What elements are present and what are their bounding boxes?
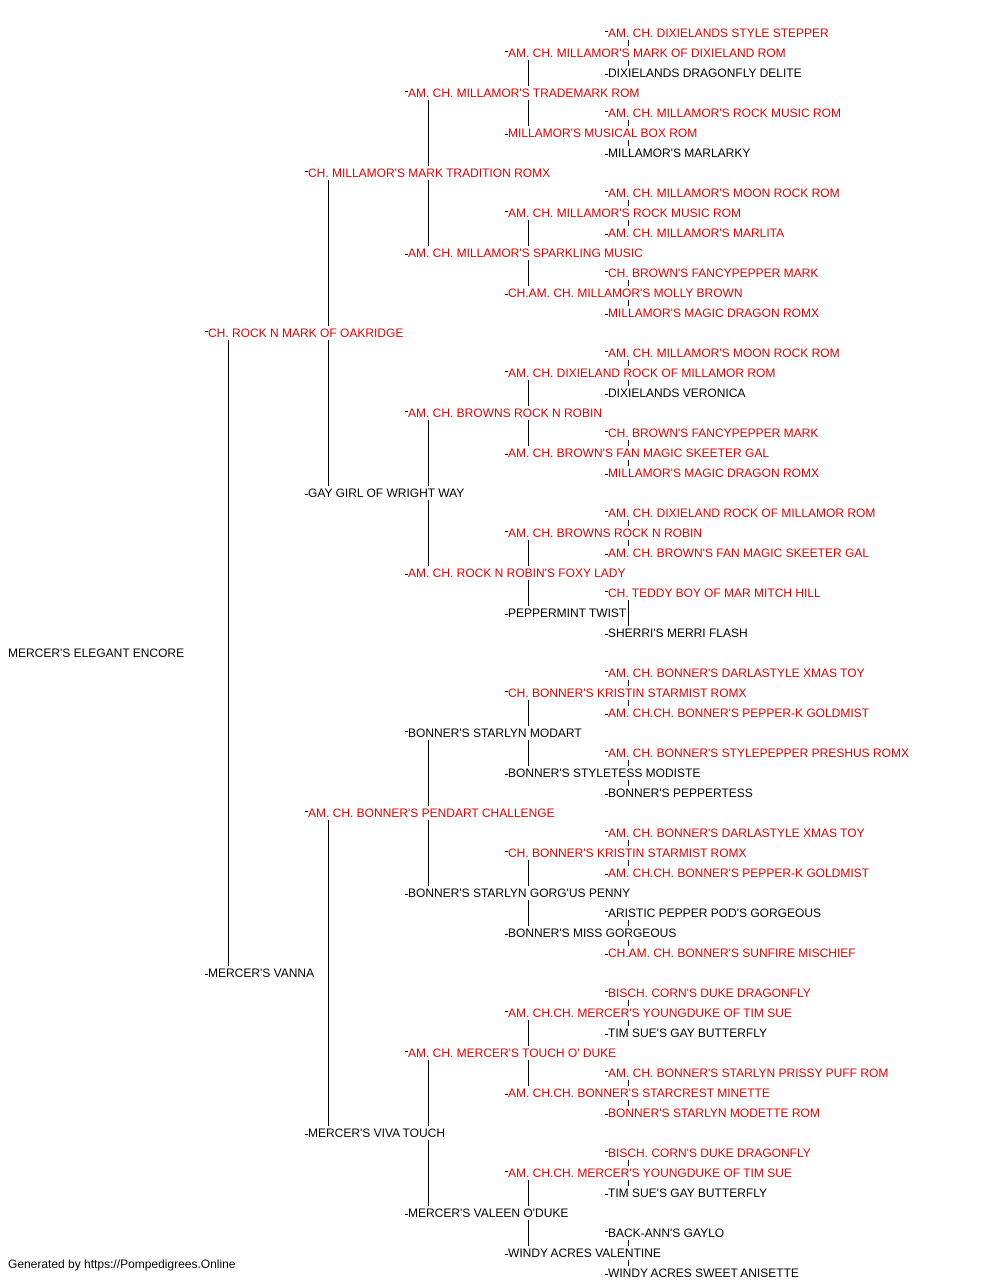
dam-gen5-name: BONNER'S STARLYN MODETTE ROM: [608, 1106, 821, 1120]
sire-gen5-name: CH. BROWN'S FANCYPEPPER MARK: [608, 426, 820, 440]
sire-gen5-name: AM. CH. MILLAMOR'S ROCK MUSIC ROM: [608, 106, 842, 120]
sire-gen5-name: CH. BROWN'S FANCYPEPPER MARK: [608, 266, 820, 280]
sire-gen5-name: AM. CH. BONNER'S DARLASTYLE XMAS TOY: [608, 826, 866, 840]
sire-gen3-name: AM. CH. MILLAMOR'S TRADEMARK ROM: [408, 86, 641, 100]
dam-gen4-name: PEPPERMINT TWIST: [508, 606, 628, 620]
dam-gen5-name: TIM SUE'S GAY BUTTERFLY: [608, 1186, 768, 1200]
sire-gen5-name: BISCH. CORN'S DUKE DRAGONFLY: [608, 986, 812, 1000]
dam-gen5-name: MILLAMOR'S MAGIC DRAGON ROMX: [608, 306, 820, 320]
dam-gen4-name: BONNER'S MISS GORGEOUS: [508, 926, 678, 940]
dam-gen4-name: WINDY ACRES VALENTINE: [508, 1246, 662, 1260]
dam-gen2-name: MERCER'S VIVA TOUCH: [308, 1126, 446, 1140]
dam-gen4-name: CH.AM. CH. MILLAMOR'S MOLLY BROWN: [508, 286, 744, 300]
dam-gen2-name: GAY GIRL OF WRIGHT WAY: [308, 486, 466, 500]
dam-gen5-name: CH.AM. CH. BONNER'S SUNFIRE MISCHIEF: [608, 946, 857, 960]
sire-gen5-name: AM. CH. DIXIELANDS STYLE STEPPER: [608, 26, 830, 40]
sire-gen5-name: AM. CH. BONNER'S DARLASTYLE XMAS TOY: [608, 666, 866, 680]
sire-gen5-name: AM. CH. BONNER'S STYLEPEPPER PRESHUS ROM…: [608, 746, 911, 760]
sire-gen5-name: CH. TEDDY BOY OF MAR MITCH HILL: [608, 586, 822, 600]
sire-gen4-name: AM. CH.CH. MERCER'S YOUNGDUKE OF TIM SUE: [508, 1006, 793, 1020]
dam-gen5-name: TIM SUE'S GAY BUTTERFLY: [608, 1026, 768, 1040]
sire-gen4-name: CH. BONNER'S KRISTIN STARMIST ROMX: [508, 846, 748, 860]
dam-gen4-name: MILLAMOR'S MUSICAL BOX ROM: [508, 126, 699, 140]
dam-gen4-name: AM. CH.CH. BONNER'S STARCREST MINETTE: [508, 1086, 771, 1100]
sire-gen3-name: AM. CH. MERCER'S TOUCH O' DUKE: [408, 1046, 618, 1060]
sire-gen5-name: AM. CH. BONNER'S STARLYN PRISSY PUFF ROM: [608, 1066, 890, 1080]
sire-gen5-name: AM. CH. MILLAMOR'S MOON ROCK ROM: [608, 186, 841, 200]
sire-gen4-name: AM. CH. MILLAMOR'S MARK OF DIXIELAND ROM: [508, 46, 787, 60]
subject-name: MERCER'S ELEGANT ENCORE: [8, 646, 186, 660]
dam-gen4-name: AM. CH. BROWN'S FAN MAGIC SKEETER GAL: [508, 446, 770, 460]
dam-gen5-name: WINDY ACRES SWEET ANISETTE: [608, 1266, 800, 1280]
sire-gen4-name: AM. CH.CH. MERCER'S YOUNGDUKE OF TIM SUE: [508, 1166, 793, 1180]
dam-gen3-name: AM. CH. ROCK N ROBIN'S FOXY LADY: [408, 566, 627, 580]
dam-gen3-name: BONNER'S STARLYN GORG'US PENNY: [408, 886, 632, 900]
sire-gen1-name: CH. ROCK N MARK OF OAKRIDGE: [208, 326, 405, 340]
sire-gen5-name: BISCH. CORN'S DUKE DRAGONFLY: [608, 1146, 812, 1160]
sire-gen5-name: ARISTIC PEPPER POD'S GORGEOUS: [608, 906, 822, 920]
dam-gen5-name: DIXIELANDS DRAGONFLY DELITE: [608, 66, 803, 80]
dam-gen5-name: AM. CH. BROWN'S FAN MAGIC SKEETER GAL: [608, 546, 870, 560]
sire-gen5-name: AM. CH. MILLAMOR'S MOON ROCK ROM: [608, 346, 841, 360]
dam-gen5-name: DIXIELANDS VERONICA: [608, 386, 747, 400]
dam-gen3-name: AM. CH. MILLAMOR'S SPARKLING MUSIC: [408, 246, 644, 260]
dam-gen3-name: MERCER'S VALEEN O'DUKE: [408, 1206, 570, 1220]
sire-gen5-name: BACK-ANN'S GAYLO: [608, 1226, 726, 1240]
sire-gen2-name: CH. MILLAMOR'S MARK TRADITION ROMX: [308, 166, 552, 180]
sire-gen4-name: AM. CH. MILLAMOR'S ROCK MUSIC ROM: [508, 206, 742, 220]
generated-by-footer: Generated by https://Pompedigrees.Online: [8, 1257, 236, 1271]
dam-gen5-name: MILLAMOR'S MARLARKY: [608, 146, 752, 160]
sire-gen5-name: AM. CH. DIXIELAND ROCK OF MILLAMOR ROM: [608, 506, 877, 520]
dam-gen5-name: AM. CH.CH. BONNER'S PEPPER-K GOLDMIST: [608, 706, 870, 720]
sire-gen4-name: CH. BONNER'S KRISTIN STARMIST ROMX: [508, 686, 748, 700]
sire-gen3-name: BONNER'S STARLYN MODART: [408, 726, 583, 740]
dam-gen5-name: AM. CH.CH. BONNER'S PEPPER-K GOLDMIST: [608, 866, 870, 880]
sire-gen4-name: AM. CH. BROWNS ROCK N ROBIN: [508, 526, 704, 540]
dam-gen1-name: MERCER'S VANNA: [208, 966, 316, 980]
dam-gen4-name: BONNER'S STYLETESS MODISTE: [508, 766, 702, 780]
sire-gen4-name: AM. CH. DIXIELAND ROCK OF MILLAMOR ROM: [508, 366, 777, 380]
sire-gen2-name: AM. CH. BONNER'S PENDART CHALLENGE: [308, 806, 556, 820]
dam-gen5-name: AM. CH. MILLAMOR'S MARLITA: [608, 226, 786, 240]
dam-gen5-name: SHERRI'S MERRI FLASH: [608, 626, 749, 640]
dam-gen5-name: MILLAMOR'S MAGIC DRAGON ROMX: [608, 466, 820, 480]
sire-gen3-name: AM. CH. BROWNS ROCK N ROBIN: [408, 406, 604, 420]
dam-gen5-name: BONNER'S PEPPERTESS: [608, 786, 754, 800]
